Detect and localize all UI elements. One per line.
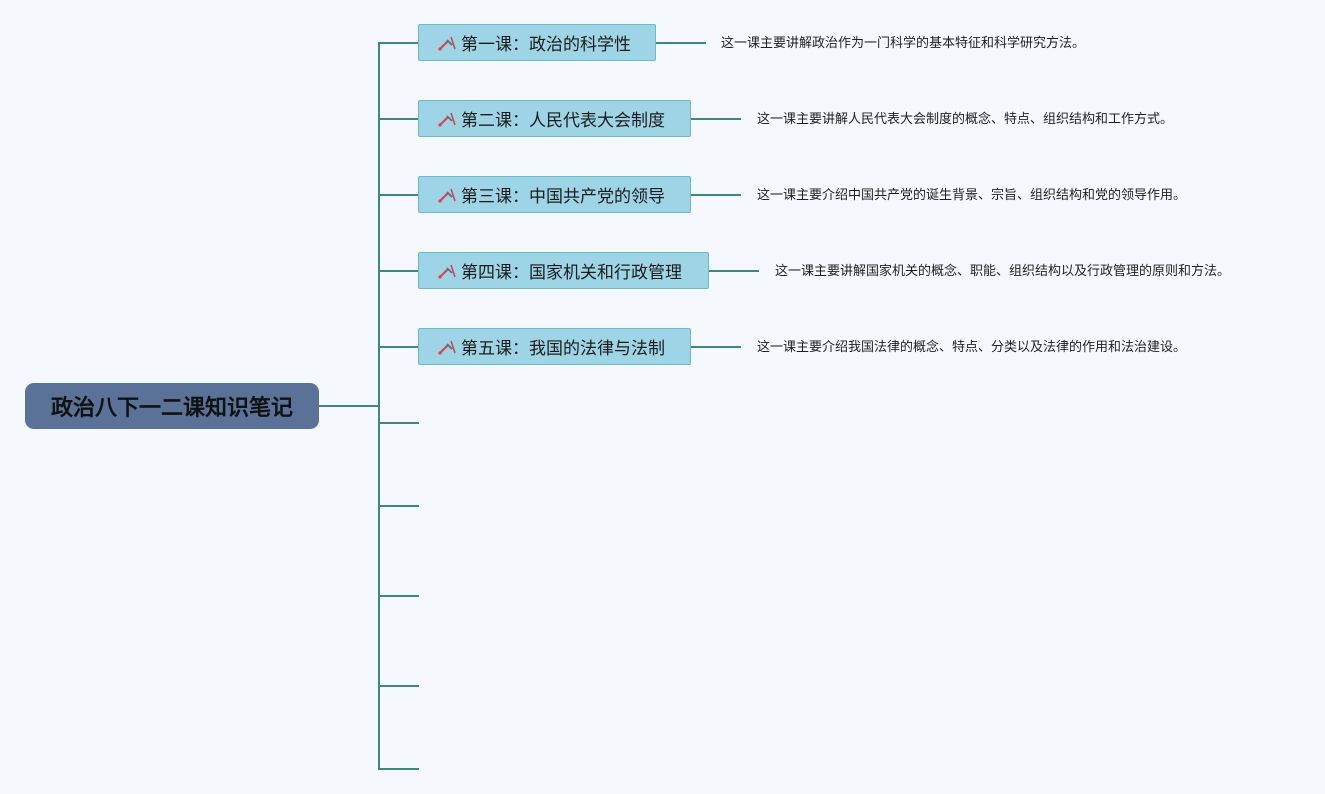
empty-branch-line	[378, 422, 419, 424]
topic-lesson-1[interactable]: 第一课：政治的科学性	[418, 24, 656, 61]
branch-line-3	[378, 194, 419, 196]
topic-label: 第一课：政治的科学性	[461, 35, 631, 55]
branch-line-2	[378, 118, 419, 120]
topic-note: 这一课主要讲解政治作为一门科学的基本特征和科学研究方法。	[721, 36, 1086, 51]
topic-note: 这一课主要介绍中国共产党的诞生背景、宗旨、组织结构和党的领导作用。	[757, 188, 1187, 203]
note-connector-2	[691, 118, 741, 120]
topic-note: 这一课主要讲解人民代表大会制度的概念、特点、组织结构和工作方式。	[757, 112, 1174, 127]
topic-lesson-4[interactable]: 第四课：国家机关和行政管理	[418, 252, 709, 289]
topic-label: 第四课：国家机关和行政管理	[461, 263, 682, 283]
note-connector-4	[709, 270, 759, 272]
tools-icon	[437, 34, 457, 52]
main-trunk	[378, 42, 380, 769]
topic-lesson-3[interactable]: 第三课：中国共产党的领导	[418, 176, 691, 213]
topic-label: 第五课：我国的法律与法制	[461, 339, 665, 359]
tools-icon	[437, 110, 457, 128]
topic-lesson-5[interactable]: 第五课：我国的法律与法制	[418, 328, 691, 365]
root-topic[interactable]: 政治八下一二课知识笔记	[25, 383, 319, 429]
topic-lesson-2[interactable]: 第二课：人民代表大会制度	[418, 100, 691, 137]
empty-branch-line	[378, 505, 419, 507]
empty-branch-line	[378, 685, 419, 687]
branch-line-5	[378, 346, 419, 348]
topic-note: 这一课主要讲解国家机关的概念、职能、组织结构以及行政管理的原则和方法。	[775, 264, 1231, 279]
empty-branch-line	[378, 595, 419, 597]
topic-label: 第三课：中国共产党的领导	[461, 187, 665, 207]
branch-line-4	[378, 270, 419, 272]
note-connector-1	[656, 42, 706, 44]
tools-icon	[437, 262, 457, 280]
tools-icon	[437, 338, 457, 356]
branch-line-1	[378, 42, 419, 44]
root-topic-label: 政治八下一二课知识笔记	[50, 396, 293, 421]
empty-branch-line	[378, 768, 419, 770]
topic-label: 第二课：人民代表大会制度	[461, 111, 665, 131]
topic-note: 这一课主要介绍我国法律的概念、特点、分类以及法律的作用和法治建设。	[757, 340, 1187, 355]
note-connector-3	[691, 194, 741, 196]
tools-icon	[437, 186, 457, 204]
root-connector	[319, 405, 379, 407]
note-connector-5	[691, 346, 741, 348]
